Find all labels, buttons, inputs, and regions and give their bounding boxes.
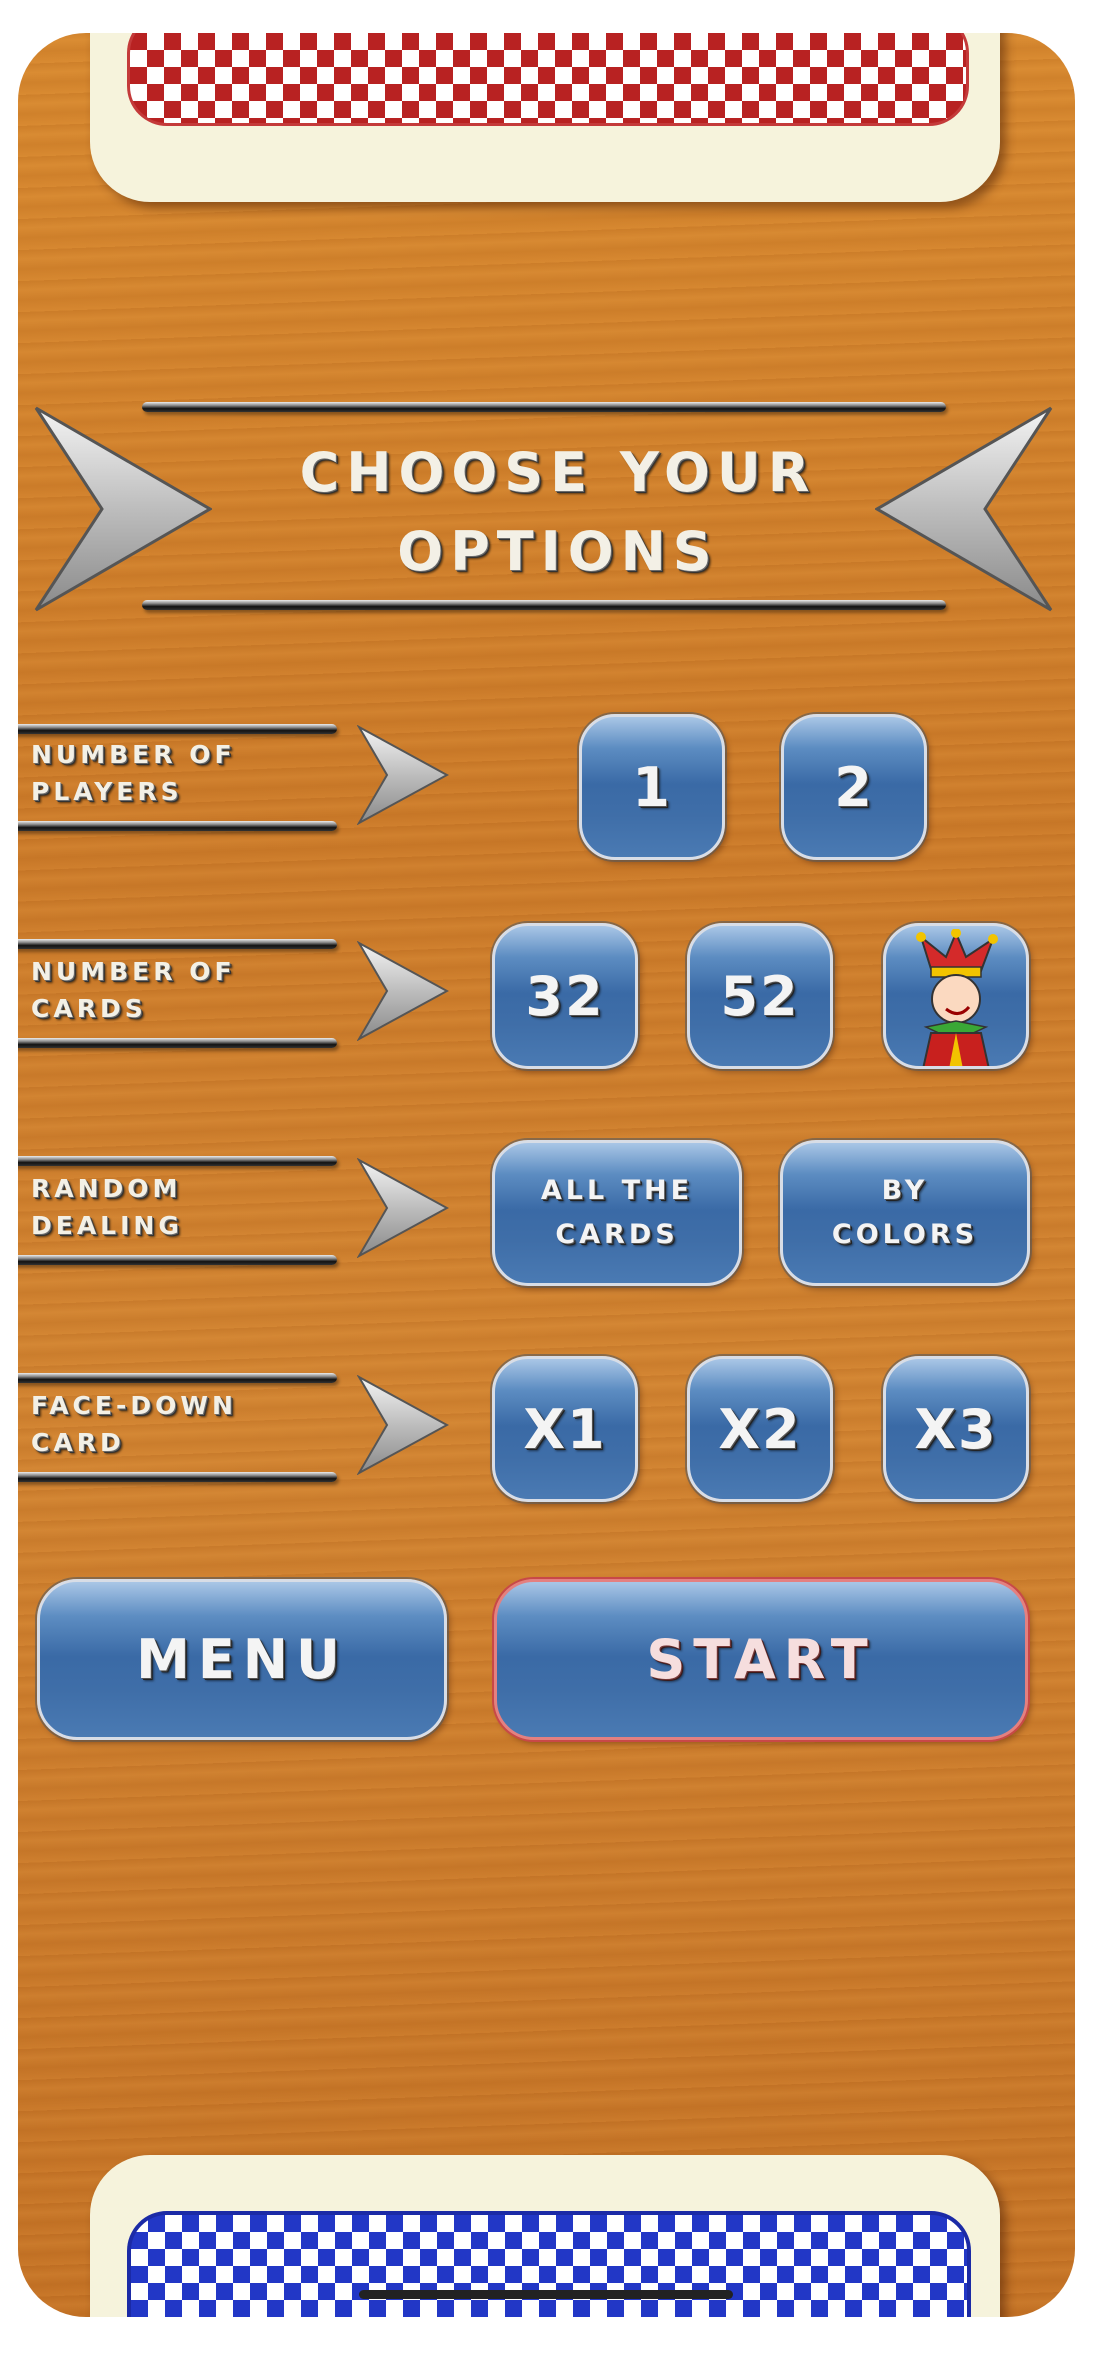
title-bar-bottom: [142, 600, 946, 610]
facedown-x3-button[interactable]: X3: [883, 1356, 1029, 1502]
row-bar: [18, 821, 337, 831]
facedown-x2-button[interactable]: X2: [687, 1356, 833, 1502]
facedown-x1-button[interactable]: X1: [492, 1356, 638, 1502]
row-bar: [18, 1038, 337, 1048]
players-1-button[interactable]: 1: [579, 714, 725, 860]
row-bar: [18, 939, 337, 949]
blue-checker-pattern: [127, 2211, 971, 2317]
chevron-right-icon: [357, 1158, 449, 1258]
chevron-right-icon: [357, 1375, 449, 1475]
right-arrow-icon: [875, 406, 1053, 612]
home-indicator[interactable]: [359, 2290, 733, 2299]
title-bar-top: [142, 402, 946, 412]
joker-icon: [916, 929, 998, 1066]
top-card-back: [90, 33, 1000, 202]
chevron-right-icon: [357, 725, 449, 825]
row-bar: [18, 1156, 337, 1166]
row-bar: [18, 1472, 337, 1482]
cards-32-button[interactable]: 32: [492, 923, 638, 1069]
cards-52-button[interactable]: 52: [687, 923, 833, 1069]
red-checker-pattern: [127, 33, 969, 126]
menu-button[interactable]: MENU: [37, 1579, 447, 1740]
players-2-button[interactable]: 2: [781, 714, 927, 860]
title-line-1: CHOOSE YOUR: [299, 441, 817, 504]
row-bar: [18, 1255, 337, 1265]
left-arrow-icon: [34, 406, 212, 612]
cards-joker-button[interactable]: [883, 923, 1029, 1069]
row-bar: [18, 724, 337, 734]
start-button[interactable]: START: [494, 1579, 1028, 1740]
bottom-card-back: [90, 2155, 1000, 2317]
chevron-right-icon: [357, 941, 449, 1041]
row-bar: [18, 1373, 337, 1383]
title-line-2: OPTIONS: [397, 520, 719, 583]
